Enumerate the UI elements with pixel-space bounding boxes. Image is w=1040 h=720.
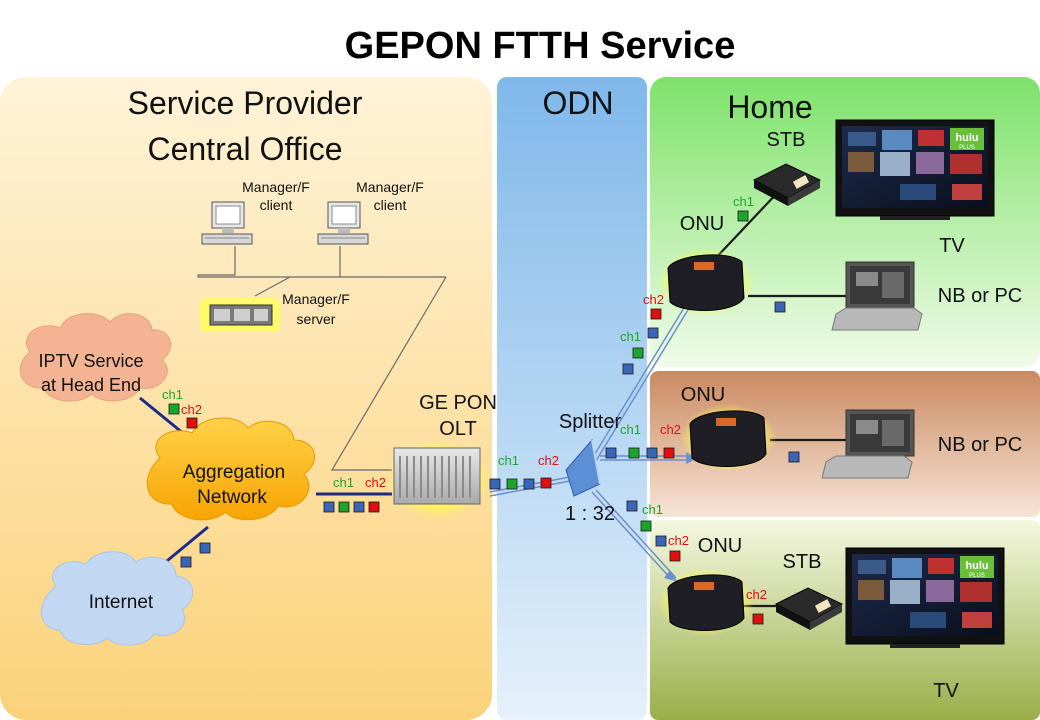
internet-label: Internet: [89, 592, 154, 613]
manager-client-1[interactable]: [201, 201, 253, 245]
ch2-stb2: ch2: [746, 587, 767, 602]
nbpc-1-label: NB or PC: [938, 285, 1022, 307]
tv-1-label: TV: [939, 235, 965, 257]
tv-2-label: TV: [933, 680, 959, 702]
stb-2-label: STB: [783, 551, 822, 573]
ch1-onu2-feed: ch1: [620, 422, 641, 437]
tv-2-brand: hulu: [965, 560, 988, 572]
onu-2[interactable]: [680, 404, 776, 472]
onu-3[interactable]: [658, 568, 754, 636]
laptop-2[interactable]: [821, 409, 915, 479]
manager-client-2[interactable]: [317, 201, 369, 245]
ch1-stb1: ch1: [733, 194, 754, 209]
onu-1[interactable]: [658, 248, 754, 316]
manager-server-label-l2: server: [297, 311, 336, 327]
ch2-onu1-feed: ch2: [643, 292, 664, 307]
ch1-agg: ch1: [333, 475, 354, 490]
home-label: Home: [727, 89, 812, 125]
aggregation-label-l2: Network: [197, 487, 267, 508]
ch2-agg: ch2: [365, 475, 386, 490]
ch2-onu2-feed: ch2: [660, 422, 681, 437]
iptv-label-l2: at Head End: [41, 375, 141, 395]
management-wiring: [197, 246, 447, 471]
manager-client-1-label-l1: Manager/F: [242, 179, 310, 195]
onu-2-label: ONU: [681, 384, 725, 406]
ch2-olt: ch2: [538, 453, 559, 468]
internet-cloud[interactable]: [40, 551, 193, 646]
tv-2-brand-sub: PLUS: [969, 573, 985, 579]
aggregation-cloud[interactable]: [146, 417, 315, 521]
provider-label-line1: Service Provider: [128, 85, 363, 121]
iptv-label-l1: IPTV Service: [38, 351, 143, 371]
tv-1-brand-sub: PLUS: [959, 145, 975, 151]
provider-label-line2: Central Office: [147, 131, 342, 167]
stb-1-label: STB: [767, 129, 806, 151]
onu-3-label: ONU: [698, 535, 742, 557]
tv-1-brand: hulu: [955, 132, 978, 144]
odn-label: ODN: [542, 85, 613, 121]
tv-1[interactable]: [835, 119, 995, 220]
manager-client-2-label-l2: client: [374, 197, 407, 213]
ch2-onu3-feed: ch2: [668, 533, 689, 548]
ch1-onu1-feed: ch1: [620, 329, 641, 344]
ch1-onu3-feed: ch1: [642, 502, 663, 517]
laptop-1[interactable]: [831, 261, 923, 331]
splitter-label: Splitter: [559, 411, 622, 433]
manager-server[interactable]: [200, 298, 280, 332]
stb-2[interactable]: [774, 587, 844, 630]
split-ratio-label: 1 : 32: [565, 503, 615, 525]
odn-zone: [497, 77, 647, 720]
olt-label-l1: GE PON: [419, 392, 497, 414]
manager-client-1-label-l2: client: [260, 197, 293, 213]
ch1-iptv: ch1: [162, 387, 183, 402]
aggregation-label-l1: Aggregation: [183, 462, 285, 483]
olt-label-l2: OLT: [439, 418, 476, 440]
onu-1-label: ONU: [680, 213, 724, 235]
tv-2[interactable]: [845, 547, 1005, 648]
ch1-olt: ch1: [498, 453, 519, 468]
diagram-title: GEPON FTTH Service: [345, 25, 736, 67]
splitter-device[interactable]: [565, 438, 601, 497]
stb-1[interactable]: [752, 163, 822, 206]
manager-server-label-l1: Manager/F: [282, 291, 350, 307]
packets: [168, 210, 800, 625]
channel-labels: ch1 ch2 ch1 ch2 ch1 ch2 ch2 ch1 ch1 ch2 …: [162, 194, 767, 602]
ch2-iptv: ch2: [181, 402, 202, 417]
olt-device[interactable]: [386, 440, 490, 518]
manager-client-2-label-l1: Manager/F: [356, 179, 424, 195]
iptv-cloud[interactable]: [19, 313, 172, 402]
nbpc-2-label: NB or PC: [938, 434, 1022, 456]
